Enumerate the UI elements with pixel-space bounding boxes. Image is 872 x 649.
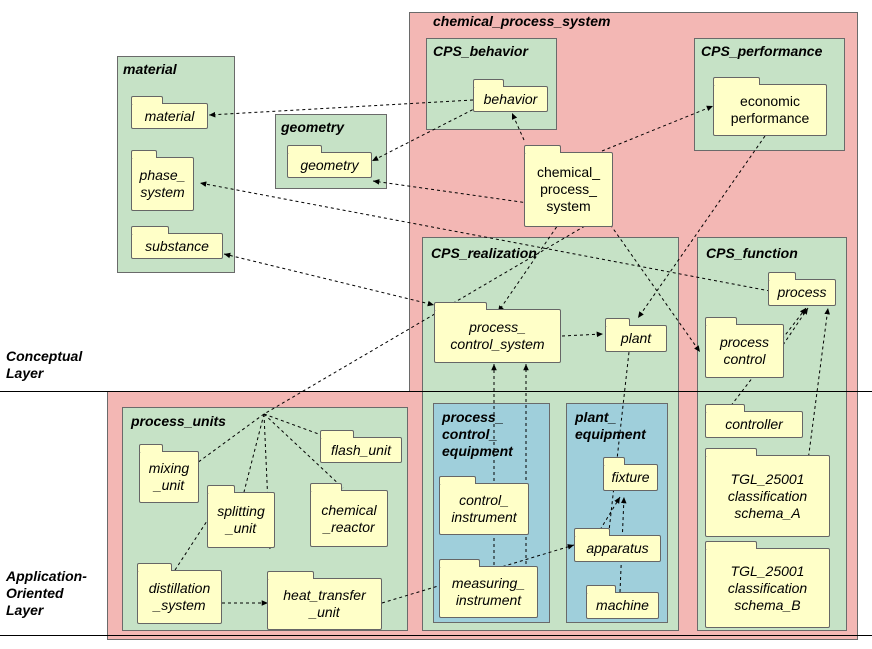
- material-package-title: material: [123, 61, 177, 77]
- application-layer-label: Application- Oriented Layer: [6, 568, 87, 618]
- flash-unit-folder[interactable]: flash_unit: [320, 430, 402, 463]
- geometry-folder[interactable]: geometry: [287, 145, 372, 178]
- process-control-label: process control: [719, 334, 770, 367]
- heat-transfer-unit-label: heat_transfer _unit: [283, 587, 366, 620]
- mixing-unit-folder[interactable]: mixing _unit: [139, 444, 199, 503]
- chemical-process-system-label: chemical_ process_ system: [536, 164, 601, 214]
- process-control-system-label: process_ control_system: [450, 319, 545, 352]
- measuring-instrument-folder[interactable]: measuring_ instrument: [439, 559, 538, 618]
- distillation-system-folder[interactable]: distillation _system: [137, 563, 222, 624]
- fixture-folder[interactable]: fixture: [603, 457, 658, 491]
- mixing-unit-label: mixing _unit: [148, 460, 190, 493]
- phase-system-folder[interactable]: phase_ system: [131, 150, 194, 211]
- cps-function-package-title: CPS_function: [706, 245, 798, 261]
- process-units-package-title: process_units: [131, 413, 226, 429]
- control-instrument-folder[interactable]: control_ instrument: [439, 476, 529, 535]
- process-control-folder[interactable]: process control: [705, 317, 784, 378]
- tgl-schema-b-label: TGL_25001 classification schema_B: [727, 562, 808, 613]
- cps-realization-package-title: CPS_realization: [431, 245, 537, 261]
- layer-separator-top: [0, 391, 872, 392]
- cps-behavior-package-title: CPS_behavior: [433, 43, 528, 59]
- machine-folder[interactable]: machine: [586, 585, 659, 619]
- layer-separator-bottom: [0, 635, 872, 636]
- controller-folder[interactable]: controller: [705, 404, 803, 438]
- control-instrument-label: control_ instrument: [451, 492, 517, 525]
- chemical-process-system-folder[interactable]: chemical_ process_ system: [524, 145, 613, 227]
- tgl-schema-a-label: TGL_25001 classification schema_A: [727, 470, 808, 521]
- phase-system-label: phase_ system: [139, 167, 186, 200]
- material-folder[interactable]: material: [131, 96, 208, 129]
- distillation-system-label: distillation _system: [148, 580, 211, 613]
- chemical-reactor-folder[interactable]: chemical _reactor: [310, 483, 388, 547]
- behavior-folder[interactable]: behavior: [473, 79, 548, 112]
- heat-transfer-unit-folder[interactable]: heat_transfer _unit: [267, 571, 382, 630]
- conceptual-layer-label: Conceptual Layer: [6, 348, 83, 381]
- plant-folder[interactable]: plant: [605, 318, 667, 352]
- apparatus-folder[interactable]: apparatus: [574, 528, 661, 562]
- substance-folder[interactable]: substance: [131, 226, 223, 259]
- cps-performance-package-title: CPS_performance: [701, 43, 823, 59]
- process-control-system-folder[interactable]: process_ control_system: [434, 302, 561, 363]
- process-folder[interactable]: process: [768, 272, 836, 306]
- chemical-reactor-label: chemical _reactor: [321, 501, 377, 535]
- splitting-unit-label: splitting _unit: [217, 503, 265, 536]
- plant-equipment-package: [566, 403, 668, 623]
- splitting-unit-folder[interactable]: splitting _unit: [207, 485, 275, 548]
- economic-performance-folder[interactable]: economic performance: [713, 77, 827, 136]
- tgl-schema-a-folder[interactable]: TGL_25001 classification schema_A: [705, 448, 830, 537]
- tgl-schema-b-folder[interactable]: TGL_25001 classification schema_B: [705, 541, 830, 628]
- economic-performance-label: economic performance: [730, 93, 810, 126]
- chemical-process-system-title: chemical_process_system: [433, 13, 611, 29]
- process-control-equipment-title: process_ control_ equipment: [442, 409, 513, 459]
- measuring-instrument-label: measuring_ instrument: [451, 575, 526, 608]
- plant-equipment-title: plant_ equipment: [575, 409, 646, 442]
- geometry-package-title: geometry: [281, 119, 345, 135]
